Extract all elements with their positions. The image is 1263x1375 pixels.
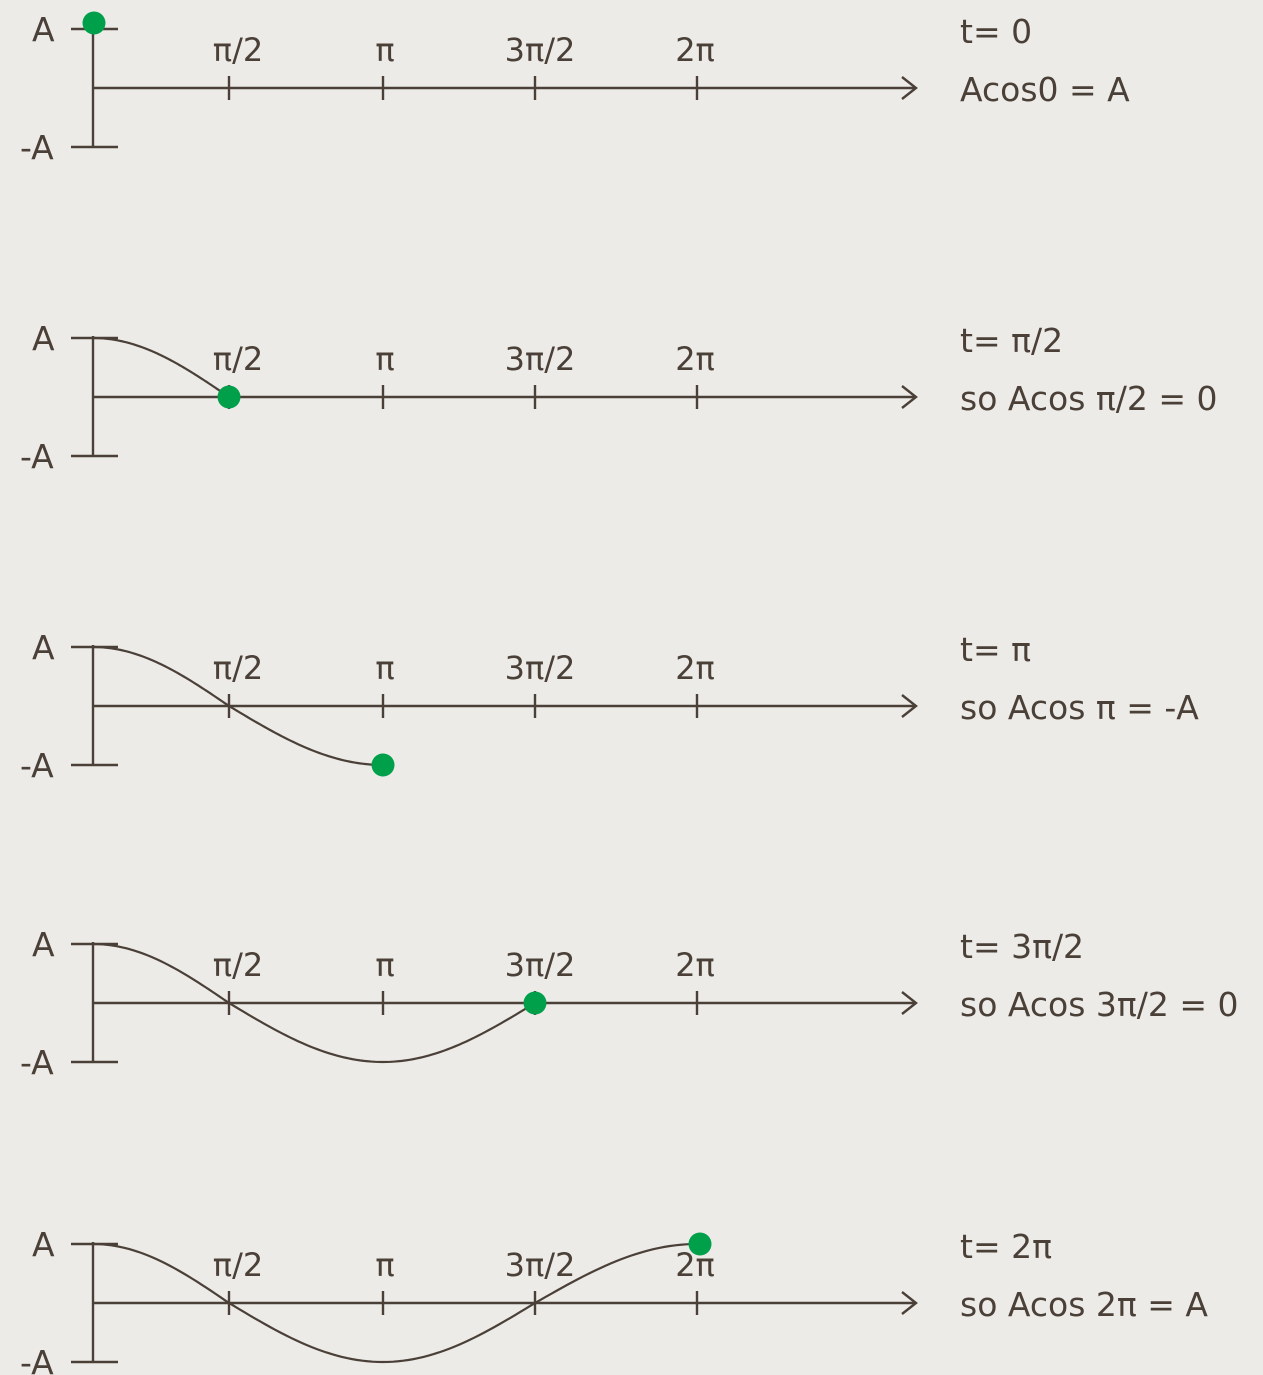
y-label-top: A	[32, 319, 55, 358]
y-label-top: A	[32, 925, 55, 964]
tick-label: π	[375, 649, 394, 687]
tick-label: 2π	[675, 946, 715, 984]
tick-label: π/2	[213, 1246, 263, 1284]
x-axis-arrowhead	[901, 991, 918, 1015]
panel-2: A -A π/2 π 3π/2 2π t= π/2 so Acos π/2 = 0	[20, 319, 1218, 476]
y-label-bottom: -A	[20, 437, 54, 476]
tick-label: 2π	[675, 31, 715, 69]
current-point	[523, 991, 547, 1015]
y-label-top: A	[32, 10, 55, 49]
current-point	[82, 11, 106, 35]
tick-label: 3π/2	[505, 649, 576, 687]
equation-label: so Acos 3π/2 = 0	[960, 985, 1239, 1024]
tick-label: 3π/2	[505, 340, 576, 378]
current-point	[688, 1232, 712, 1256]
cosine-curve	[92, 645, 384, 767]
y-label-bottom: -A	[20, 1343, 54, 1375]
time-label: t= 3π/2	[960, 927, 1084, 966]
panel-3: A -A π/2 π 3π/2 2π t= π so Acos π = -A	[20, 628, 1199, 785]
current-point	[217, 385, 241, 409]
equation-label: so Acos π/2 = 0	[960, 379, 1218, 418]
equation-label: so Acos π = -A	[960, 688, 1199, 727]
time-label: t= 2π	[960, 1227, 1052, 1266]
tick-label: π	[375, 340, 394, 378]
x-axis-arrowhead	[901, 1291, 918, 1315]
panel-1: A -A π/2 π 3π/2 2π t= 0 Acos0 = A	[20, 10, 1130, 167]
panel-4: A -A π/2 π 3π/2 2π t= 3π/2 so Acos 3π/2 = 0	[20, 925, 1239, 1082]
tick-label: π	[375, 1246, 394, 1284]
current-point	[371, 753, 395, 777]
equation-label: so Acos 2π = A	[960, 1285, 1208, 1324]
time-label: t= π	[960, 630, 1031, 669]
tick-label: π/2	[213, 946, 263, 984]
y-label-top: A	[32, 1225, 55, 1264]
tick-label: π	[375, 31, 394, 69]
y-label-top: A	[32, 628, 55, 667]
tick-label: π/2	[213, 340, 263, 378]
time-label: t= 0	[960, 12, 1032, 51]
tick-label: 3π/2	[505, 946, 576, 984]
x-axis-arrowhead	[901, 385, 918, 409]
y-label-bottom: -A	[20, 746, 54, 785]
cosine-curve	[92, 1242, 698, 1364]
x-axis-arrowhead	[901, 76, 918, 100]
y-label-bottom: -A	[20, 128, 54, 167]
cosine-curve	[92, 336, 230, 398]
tick-label: π/2	[213, 649, 263, 687]
time-label: t= π/2	[960, 321, 1063, 360]
tick-label: π	[375, 946, 394, 984]
tick-label: 2π	[675, 649, 715, 687]
y-label-bottom: -A	[20, 1043, 54, 1082]
equation-label: Acos0 = A	[960, 70, 1130, 109]
cosine-curve	[92, 942, 536, 1064]
tick-label: 2π	[675, 340, 715, 378]
tick-label: 3π/2	[505, 1246, 576, 1284]
tick-label: π/2	[213, 31, 263, 69]
x-axis-arrowhead	[901, 694, 918, 718]
tick-label: 3π/2	[505, 31, 576, 69]
